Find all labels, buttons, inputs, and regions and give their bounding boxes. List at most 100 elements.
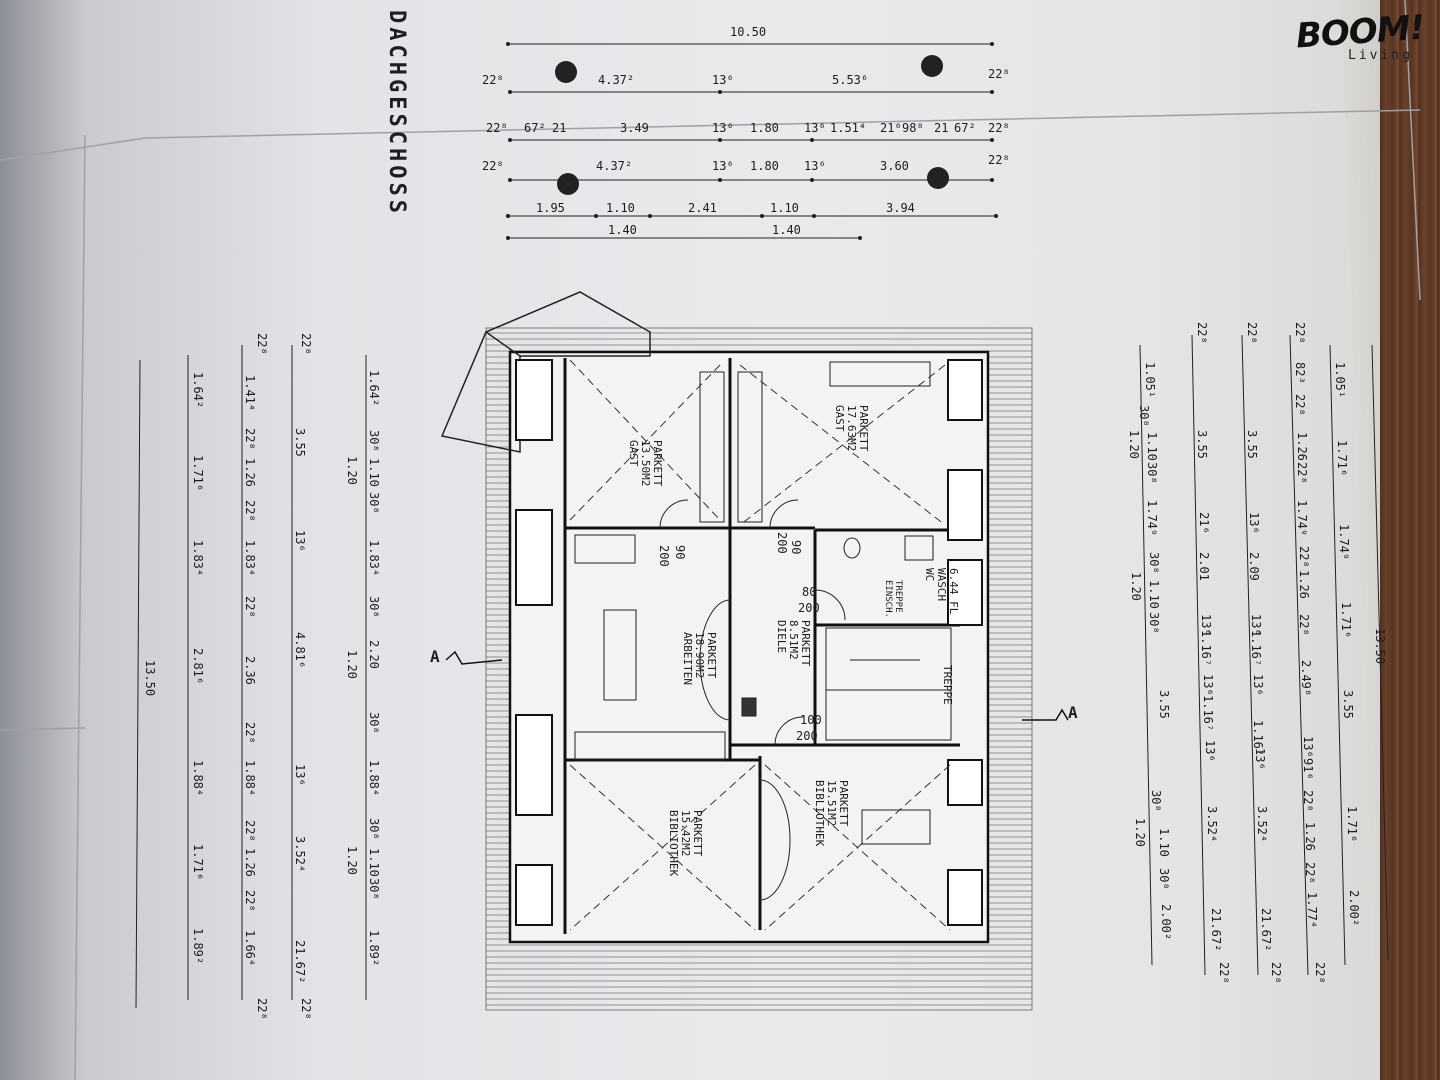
dim-text: 22⁸ <box>243 428 257 450</box>
right-col1: 1.05¹ 30⁸ 1.10 30⁸ 1.74⁹ 30⁸ 1.10 30⁸ 3.… <box>1127 362 1173 940</box>
dim-text: 1.10 <box>1157 828 1171 857</box>
dim-text: 30⁸ <box>1147 552 1161 574</box>
right-dimension-lines <box>1139 334 1389 976</box>
dim-text: 22⁸ <box>1297 614 1311 636</box>
top-dim: 13⁶ <box>712 73 734 87</box>
top-dim: 67² <box>954 121 976 135</box>
top-dim: 67² <box>524 121 546 135</box>
right-col2: 22⁸ 3.55 21⁶ 2.01 13⁶ 1.16⁷ 13⁶ 1.16⁷ 13… <box>1195 322 1231 984</box>
dim-text: 2.36 <box>243 656 257 685</box>
dim-text: 22⁸ <box>255 333 269 355</box>
diagonal-lines <box>569 359 951 931</box>
top-dim: 3.94 <box>886 201 915 215</box>
dim-text: 1.26 <box>1297 570 1311 599</box>
dim-text: 22⁸ <box>1269 962 1283 984</box>
room-area: WASCH <box>935 568 948 601</box>
dim-text: 3.55 <box>293 428 307 457</box>
section-mark-left-label: A <box>430 647 440 666</box>
dim-text: 30⁸ <box>1137 405 1151 427</box>
dim-text: 13⁶ <box>1251 674 1265 696</box>
room-name: BIBLIOTHEK <box>667 810 680 877</box>
door-dim: 90 <box>673 545 687 559</box>
dim-text: 1.26 <box>1295 432 1309 461</box>
right-col6: 13.50 <box>1373 628 1387 664</box>
room-area: 13.50M2 <box>639 440 652 486</box>
dim-text: 1.71⁶ <box>1339 602 1353 638</box>
dim-text: 3.52⁴ <box>1255 806 1269 842</box>
dim-text: 1.26 <box>1303 822 1317 851</box>
door-dim: 100 <box>800 713 822 727</box>
dim-text: 4.81⁶ <box>293 632 307 668</box>
right-col3: 22⁸ 3.55 13⁶ 2.09 13⁶ 1.16⁷ 13⁶ 1.16⁷ 13… <box>1245 322 1283 984</box>
top-dim: 13⁶ <box>804 121 826 135</box>
section-mark-right-label: A <box>1068 703 1078 722</box>
dim-text: 1.71⁶ <box>1335 440 1349 476</box>
dim-text: 13⁶ <box>1301 736 1315 758</box>
dim-text: 13⁶ <box>1249 614 1263 636</box>
room-floor: PARKETT <box>799 620 812 667</box>
top-dim: 22⁸ <box>988 121 1010 135</box>
dim-text: 30⁸ <box>1149 790 1163 812</box>
top-dim: 1.80 <box>750 159 779 173</box>
section-mark-left <box>445 650 503 665</box>
dim-text: 13⁶ <box>1253 748 1267 770</box>
dim-text: 2.00² <box>1159 904 1173 940</box>
dim-text: 3.52⁴ <box>1205 806 1219 842</box>
right-col4: 22⁸ 82³ 22⁸ 1.26 22⁸ 1.74⁹ 22⁸ 1.26 22⁸ … <box>1293 322 1327 984</box>
dim-text: 1.71⁶ <box>191 844 205 880</box>
dim-text: 3.55 <box>1157 690 1171 719</box>
room-name: DIELE <box>775 620 788 653</box>
dim-text: 13⁶ <box>1203 740 1217 762</box>
wall-columns <box>515 359 983 926</box>
dim-text: 1.74⁹ <box>1337 524 1351 560</box>
dim-text: 1.89² <box>367 930 381 966</box>
dim-text: 2.00² <box>1347 890 1361 926</box>
dim-text: 30⁸ <box>367 712 381 734</box>
einsch-label: EINSCH. TREPPE <box>883 580 903 618</box>
left-col2: 22⁸ 3.55 13⁶ 4.81⁶ 13⁶ 3.52⁴ 21.67² 22⁸ <box>293 333 313 1020</box>
dim-text: 30⁸ <box>367 878 381 900</box>
dim-text: 1.26 <box>243 848 257 877</box>
top-dim-total: 10.50 <box>730 25 766 39</box>
stair <box>825 627 952 741</box>
top-dimension-text: 10.50 22⁸ 4.37² 13⁶ 5.53⁶ 22⁸ 22⁸ 67² 21… <box>482 25 1010 237</box>
dim-text: 2.81⁶ <box>191 648 205 684</box>
dim-text: 1.74⁹ <box>1145 500 1159 536</box>
dim-text: 22⁸ <box>1293 394 1307 416</box>
top-dim: 21 <box>552 121 566 135</box>
plan-title: DACHGESCHOSS <box>384 10 409 217</box>
top-dim: 98⁸ <box>902 121 924 135</box>
dim-text: 30⁸ <box>367 596 381 618</box>
left-col5: 13.50 <box>143 660 157 696</box>
dim-text: 22⁸ <box>1301 790 1315 812</box>
top-dim: 1.95 <box>536 201 565 215</box>
dim-text: 1.41⁴ <box>243 375 257 411</box>
top-dim: 22⁸ <box>482 159 504 173</box>
door-swings <box>659 499 846 901</box>
top-dim: 5.53⁶ <box>832 73 868 87</box>
dim-text: 22⁸ <box>1313 962 1327 984</box>
dim-text: 1.16⁷ <box>1251 720 1265 756</box>
dim-text: 30⁸ <box>367 818 381 840</box>
dim-text: 2.01 <box>1197 552 1211 581</box>
dim-text: 21.67² <box>1259 908 1273 951</box>
room-floor: PARKETT <box>857 405 870 452</box>
room-floor: PARKETT <box>691 810 704 857</box>
door-dim: 200 <box>798 601 820 615</box>
dim-text: 1.16⁷ <box>1201 695 1215 731</box>
dim-text: 22⁸ <box>243 500 257 522</box>
dim-text: 1.10 <box>367 848 381 877</box>
room-floor: 6.44 FL <box>947 568 960 615</box>
dim-text: 22⁸ <box>255 998 269 1020</box>
dim-text: 1.83⁴ <box>243 540 257 576</box>
dim-text: 1.88⁴ <box>191 760 205 796</box>
dim-text: 22⁸ <box>243 722 257 744</box>
top-dim: 13⁶ <box>712 159 734 173</box>
door-dim: 90 <box>789 540 803 554</box>
room-floor: PARKETT <box>651 440 664 487</box>
dim-text: 13⁶ <box>1247 512 1261 534</box>
dim-text: 1.20 <box>1127 430 1141 459</box>
top-dim: 21 <box>934 121 948 135</box>
